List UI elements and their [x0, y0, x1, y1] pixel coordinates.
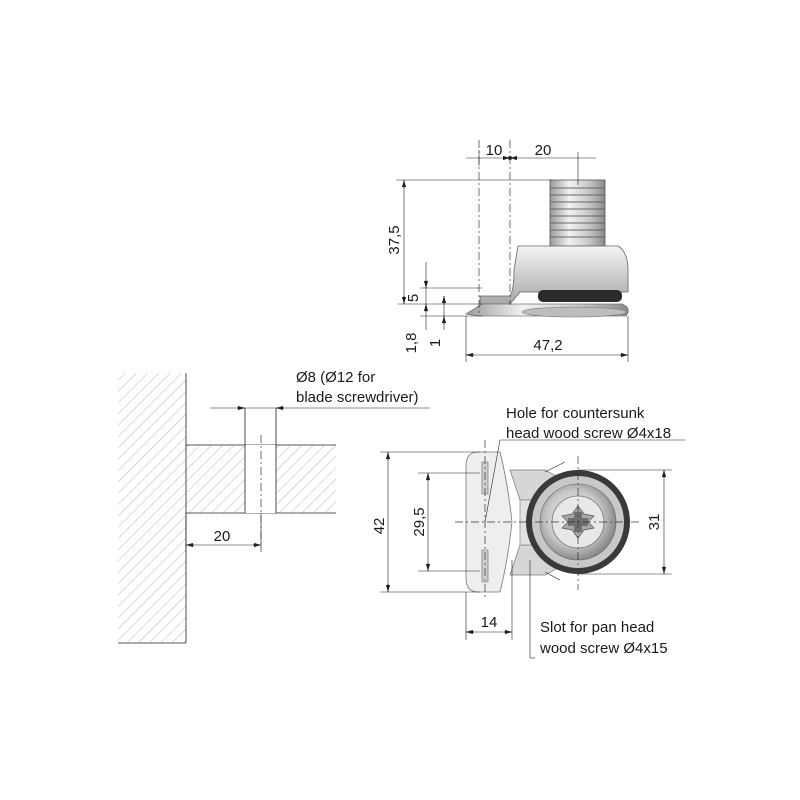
- dim-42: 42: [371, 518, 388, 535]
- dim-10: 10: [486, 142, 503, 159]
- dim-37-5: 37,5: [386, 225, 403, 254]
- dim-20-drill: 20: [214, 528, 231, 545]
- threaded-stem: [549, 179, 606, 247]
- slot-label-line2: wood screw Ø4x15: [539, 640, 668, 657]
- hole-label-line1: Hole for countersunk: [506, 405, 645, 422]
- screw-slot-bottom: [481, 549, 489, 583]
- side-panel: [118, 373, 186, 643]
- dim-29-5: 29,5: [411, 507, 428, 536]
- dim-47-2: 47,2: [533, 337, 562, 354]
- dim-20-top: 20: [535, 142, 552, 159]
- hole-label-line2: head wood screw Ø4x18: [506, 425, 671, 442]
- drill-diameter-label-line2: blade screwdriver): [296, 389, 419, 406]
- dim-1-8: 1,8: [403, 333, 420, 354]
- rubber-ring: [538, 290, 622, 302]
- dim-1: 1: [427, 339, 444, 347]
- dim-5: 5: [405, 294, 422, 302]
- drilled-hole: [245, 445, 276, 513]
- dim-31: 31: [646, 514, 663, 531]
- drill-diameter-label-line1: Ø8 (Ø12 for: [296, 369, 375, 386]
- plan-view: 42 29,5 31 14 Hole for countersunk head …: [371, 405, 685, 659]
- dim-14: 14: [481, 614, 498, 631]
- side-view: 10 20 37,5 5 1,8 1 47,2: [386, 140, 629, 362]
- drilling-section-view: Ø8 (Ø12 for blade screwdriver) 20: [118, 369, 430, 644]
- slot-label-line1: Slot for pan head: [540, 619, 654, 636]
